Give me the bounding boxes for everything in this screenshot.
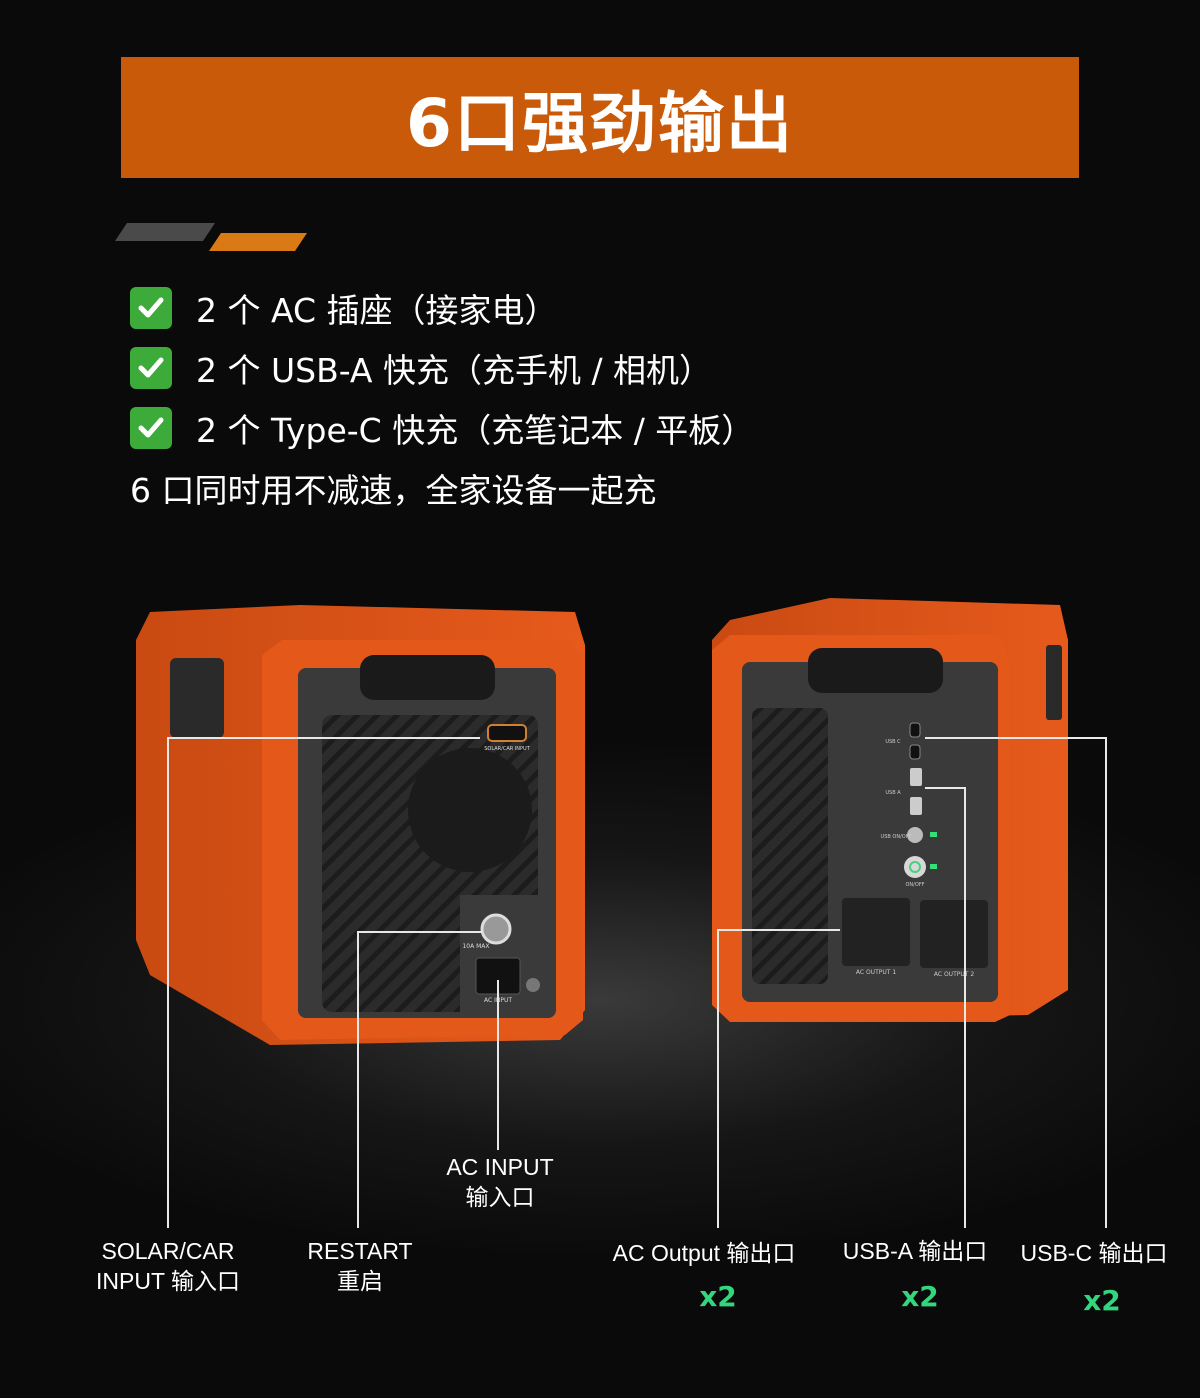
usb-c-callout-line (925, 737, 1107, 1228)
power-indicator (930, 864, 937, 869)
right-device: USB C USB A USB ON/OFF ON/OFF AC OUTPUT … (712, 598, 1068, 1022)
restart-callout-line (357, 931, 482, 1228)
gray-stripe (115, 223, 215, 241)
callout-usb-a-line1: USB-A 输出口 (842, 1238, 988, 1264)
callout-solar: SOLAR/CAR INPUT 输入口 (68, 1236, 268, 1296)
feature-text: 2 个 Type-C 快充（充笔记本 / 平板） (196, 411, 755, 450)
callout-usb-c-line1: USB-C 输出口 (1020, 1240, 1168, 1266)
left-handle (360, 655, 495, 700)
callout-restart-line1: RESTART (307, 1238, 413, 1264)
feature-text: 2 个 AC 插座（接家电） (196, 291, 558, 330)
callout-restart-line2: 重启 (337, 1268, 383, 1294)
callout-restart: RESTART 重启 (280, 1236, 440, 1296)
right-vent (752, 708, 828, 984)
ac-output-1-label: AC OUTPUT 1 (856, 969, 896, 976)
usb-c-port-label: USB C (885, 739, 901, 745)
usb-a-port-label: USB A (885, 790, 901, 796)
left-device: SOLAR/CAR INPUT 10A MAX AC INPUT (136, 605, 585, 1045)
solar-port-label: SOLAR/CAR INPUT (484, 746, 530, 752)
usb-a-count: x2 (901, 1280, 939, 1313)
usb-c-port-1 (909, 722, 921, 738)
right-handle (808, 648, 943, 693)
power-button[interactable] (904, 856, 926, 878)
max-label: 10A MAX (462, 943, 489, 950)
usb-c-count: x2 (1083, 1284, 1121, 1317)
title-banner: 6口强劲输出 (121, 57, 1079, 178)
summary-text: 6 口同时用不减速，全家设备一起充 (130, 471, 657, 510)
usb-switch-button[interactable] (907, 827, 923, 843)
feature-item: 2 个 Type-C 快充（充笔记本 / 平板） (130, 398, 754, 458)
usb-c-port-2 (909, 744, 921, 760)
callout-ac-input: AC INPUT 输入口 (420, 1152, 580, 1212)
callout-lines (167, 737, 1107, 1228)
right-display (1046, 645, 1062, 720)
fan-icon (408, 748, 532, 872)
page-title: 6口强劲输出 (406, 84, 794, 162)
feature-list: 2 个 AC 插座（接家电） 2 个 USB-A 快充（充手机 / 相机） 2 … (130, 278, 754, 518)
feature-item: 2 个 USB-A 快充（充手机 / 相机） (130, 338, 754, 398)
callout-ac-input-line2: 输入口 (465, 1184, 535, 1210)
ac-output-socket-2 (920, 900, 988, 968)
usb-a-port-2 (910, 797, 922, 815)
ac-output-socket-1 (842, 898, 910, 966)
orange-stripe (209, 233, 307, 251)
ground-screw (526, 978, 540, 992)
solar-callout-line (167, 737, 480, 1228)
solar-port (487, 724, 527, 742)
usb-switch-label: USB ON/OFF (881, 834, 912, 840)
ac-output-count: x2 (699, 1280, 737, 1313)
decorative-stripes (115, 223, 307, 251)
restart-button[interactable] (480, 913, 512, 945)
usb-indicator (930, 832, 937, 837)
check-icon (130, 347, 172, 389)
check-icon (130, 287, 172, 329)
power-label: ON/OFF (905, 882, 924, 888)
callout-ac-output: AC Output 输出口 (596, 1238, 812, 1268)
left-display (170, 658, 224, 738)
callout-usb-c: USB-C 输出口 (1008, 1238, 1180, 1268)
callout-ac-input-line1: AC INPUT (446, 1154, 554, 1180)
feature-item: 2 个 AC 插座（接家电） (130, 278, 754, 338)
ac-output-callout-line (717, 929, 840, 1228)
usb-a-port-1 (910, 768, 922, 786)
check-icon (130, 407, 172, 449)
ac-output-2-label: AC OUTPUT 2 (934, 971, 974, 978)
callout-usb-a: USB-A 输出口 (830, 1236, 1000, 1266)
feature-text: 2 个 USB-A 快充（充手机 / 相机） (196, 351, 713, 390)
callout-solar-line1: SOLAR/CAR (101, 1238, 235, 1264)
usb-a-callout-line (925, 787, 966, 1228)
callout-ac-output-line1: AC Output 输出口 (612, 1240, 796, 1266)
power-icon (909, 861, 921, 873)
callout-solar-line2: INPUT 输入口 (96, 1268, 240, 1294)
